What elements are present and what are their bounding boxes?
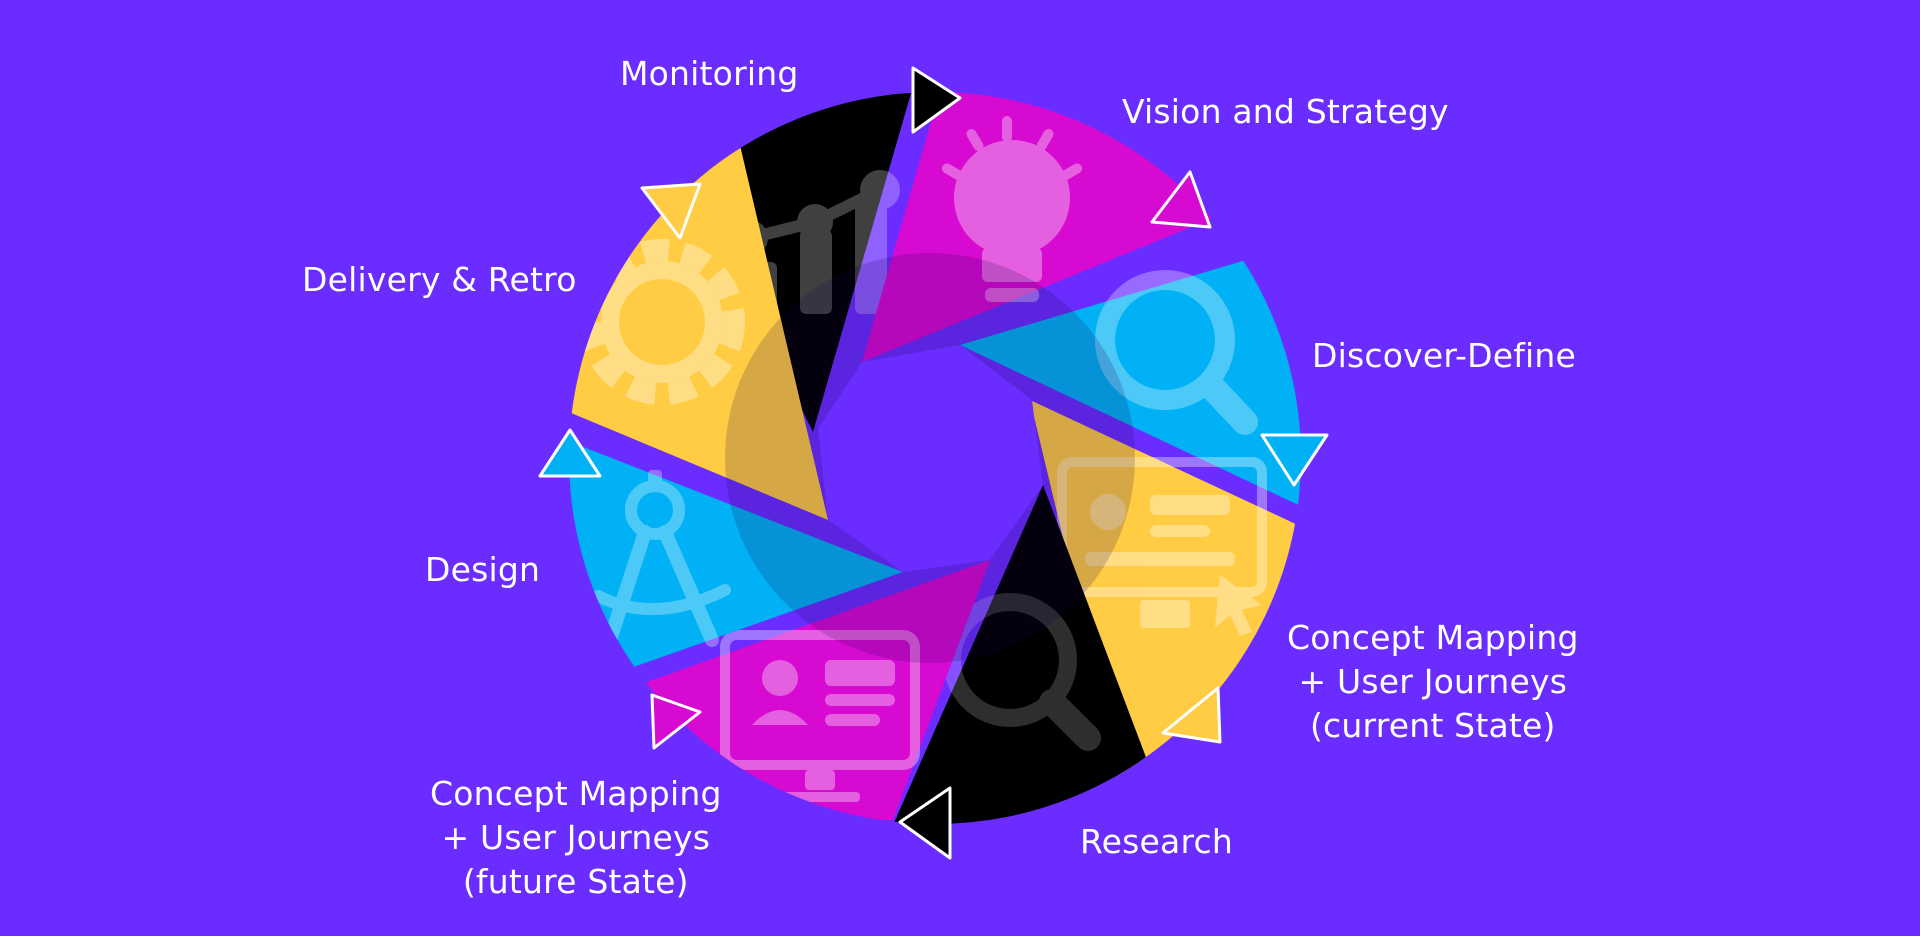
arrow-design: [538, 428, 602, 478]
center-aperture: [818, 345, 1043, 572]
label-line: + User Journeys: [441, 818, 711, 857]
arrow-monitoring: [911, 66, 962, 134]
lightbulb-icon: [941, 116, 1083, 302]
blade-design: [569, 430, 903, 700]
arrow-concept-current: [1161, 686, 1222, 744]
arrow-delivery: [640, 182, 702, 240]
label-line: + User Journeys: [1298, 662, 1568, 701]
blade-discover-define: [960, 235, 1301, 520]
label-line: (future State): [462, 862, 689, 901]
arrow-concept-future: [650, 693, 702, 750]
compass-icon: [592, 470, 731, 647]
web-page-icon: [1057, 457, 1267, 636]
label-line: Concept Mapping: [430, 774, 722, 813]
label-line: (current State): [1309, 706, 1556, 745]
profile-screen-icon: [720, 630, 920, 802]
label-design: Design: [425, 550, 541, 589]
label-line: Concept Mapping: [1287, 618, 1579, 657]
arrow-discover: [1260, 433, 1329, 487]
arrow-research: [898, 786, 952, 860]
arrow-vision: [1150, 170, 1212, 229]
cycle-arrows: [538, 66, 1329, 860]
label-discover-define: Discover-Define: [1312, 336, 1577, 375]
blade-vision-strategy: [862, 92, 1301, 362]
label-concept-future: Concept Mapping + User Journeys (future …: [430, 772, 722, 904]
label-monitoring: Monitoring: [620, 54, 799, 93]
label-research: Research: [1080, 822, 1233, 861]
label-concept-current: Concept Mapping + User Journeys (current…: [1287, 616, 1579, 748]
magnifier-icon: [1095, 270, 1258, 435]
label-delivery-retro: Delivery & Retro: [302, 260, 577, 299]
label-vision-strategy: Vision and Strategy: [1122, 92, 1449, 131]
